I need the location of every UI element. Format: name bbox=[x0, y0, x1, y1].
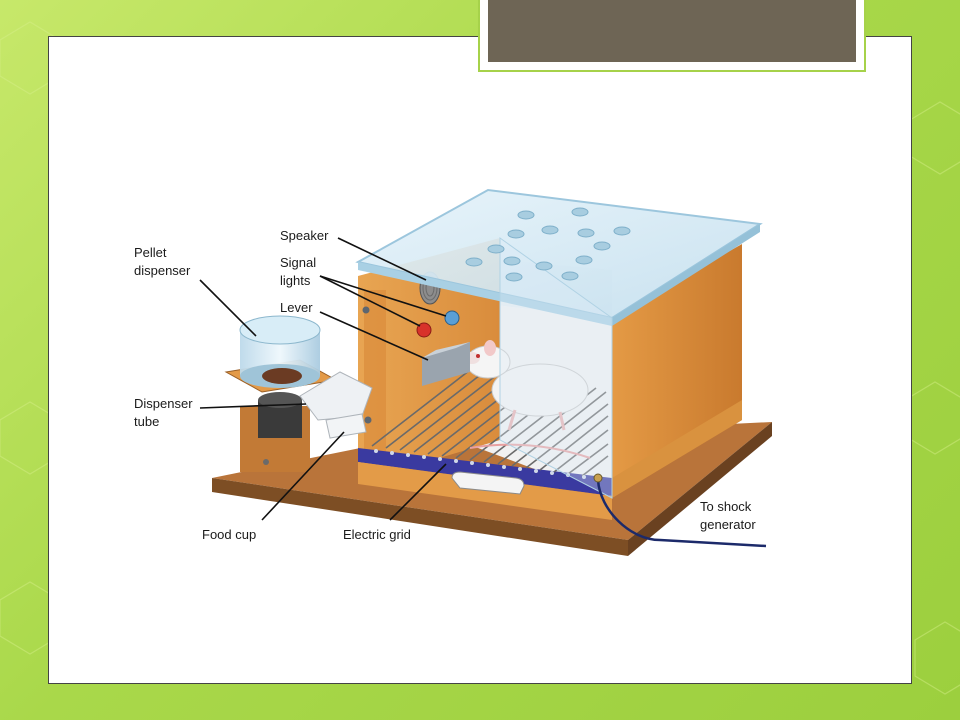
title-bar bbox=[488, 0, 856, 62]
label-speaker: Speaker bbox=[280, 228, 329, 243]
label-signal-lights-2: lights bbox=[280, 273, 311, 288]
label-dispenser-tube-2: tube bbox=[134, 414, 159, 429]
leader-lines bbox=[199, 237, 447, 521]
label-shock-generator-2: generator bbox=[700, 517, 756, 532]
label-electric-grid: Electric grid bbox=[343, 527, 411, 542]
food-cup bbox=[325, 413, 367, 439]
signal-light-blue bbox=[444, 310, 460, 326]
label-pellet-dispenser-2: dispenser bbox=[134, 263, 191, 278]
label-food-cup: Food cup bbox=[202, 527, 256, 542]
signal-light-red bbox=[416, 322, 432, 338]
label-signal-lights-1: Signal bbox=[280, 255, 316, 270]
shock-generator-wire bbox=[596, 479, 767, 548]
drawer-handle bbox=[451, 471, 525, 495]
grid-terminals bbox=[374, 449, 586, 479]
label-dispenser-tube-1: Dispenser bbox=[134, 396, 193, 411]
dispenser-tube bbox=[299, 371, 373, 421]
title-placeholder bbox=[478, 0, 866, 72]
rat-illustration bbox=[464, 340, 591, 459]
label-lever: Lever bbox=[280, 300, 313, 315]
lid-holes bbox=[465, 207, 631, 282]
pellet-dispenser bbox=[224, 315, 338, 472]
label-pellet-dispenser-1: Pellet bbox=[134, 245, 167, 260]
label-shock-generator-1: To shock bbox=[700, 499, 752, 514]
lever bbox=[422, 342, 470, 386]
